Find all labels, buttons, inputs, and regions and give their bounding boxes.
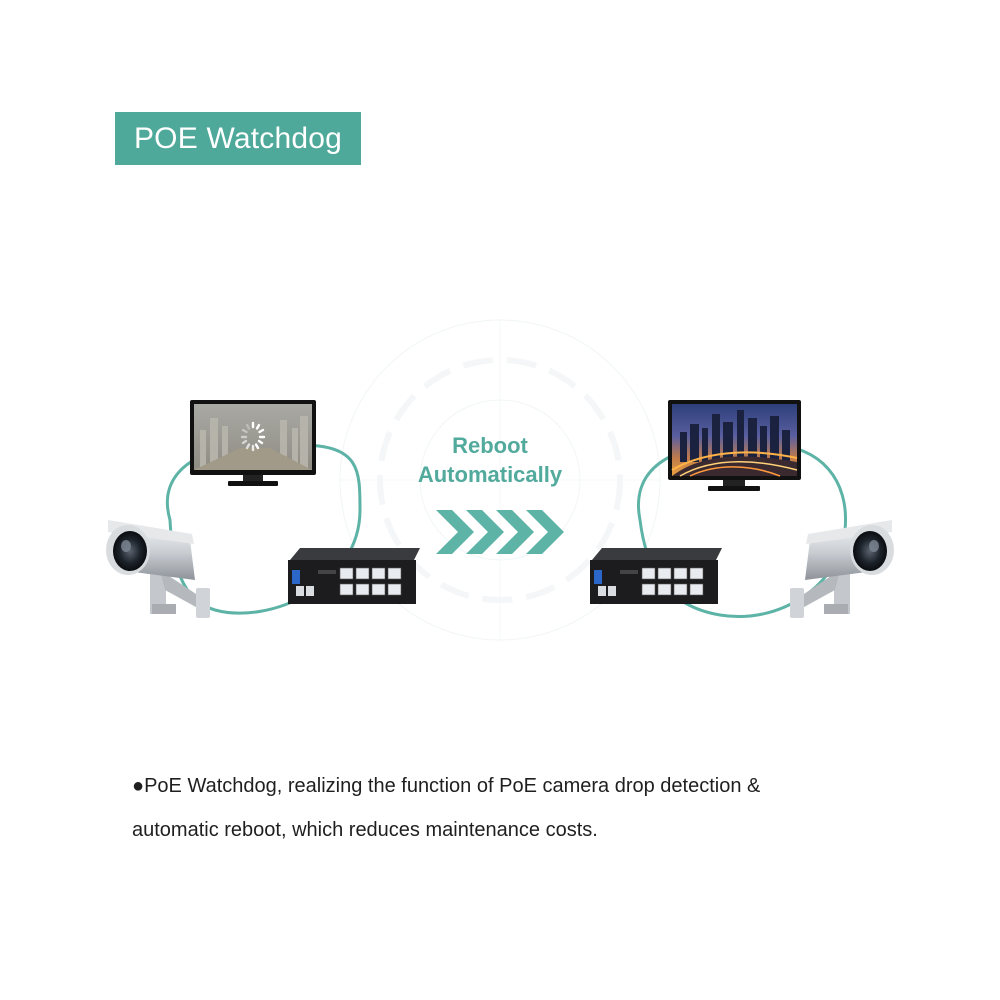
monitor-loading-icon: [190, 400, 316, 486]
cctv-camera-icon-right: [790, 520, 894, 618]
reboot-label: Reboot Automatically: [390, 431, 590, 489]
cctv-camera-icon: [106, 520, 210, 618]
page-title: POE Watchdog: [115, 112, 361, 165]
chevron-right-icon: [436, 510, 564, 554]
caption-line2: automatic reboot, which reduces maintena…: [132, 819, 598, 841]
caption: ●PoE Watchdog, realizing the function of…: [132, 764, 892, 852]
poe-switch-icon-right: [590, 548, 722, 604]
chevron-4: [526, 510, 564, 554]
caption-line1: ●PoE Watchdog, realizing the function of…: [132, 775, 761, 797]
chevron-2: [466, 510, 504, 554]
reboot-label-line1: Reboot: [452, 433, 528, 458]
chevron-1: [436, 510, 474, 554]
reboot-label-line2: Automatically: [417, 462, 563, 487]
chevron-3: [496, 510, 534, 554]
poe-switch-icon: [288, 548, 420, 604]
watchdog-diagram: [106, 319, 894, 641]
background-tech-circle: [339, 319, 661, 641]
monitor-city-icon: [668, 400, 801, 491]
